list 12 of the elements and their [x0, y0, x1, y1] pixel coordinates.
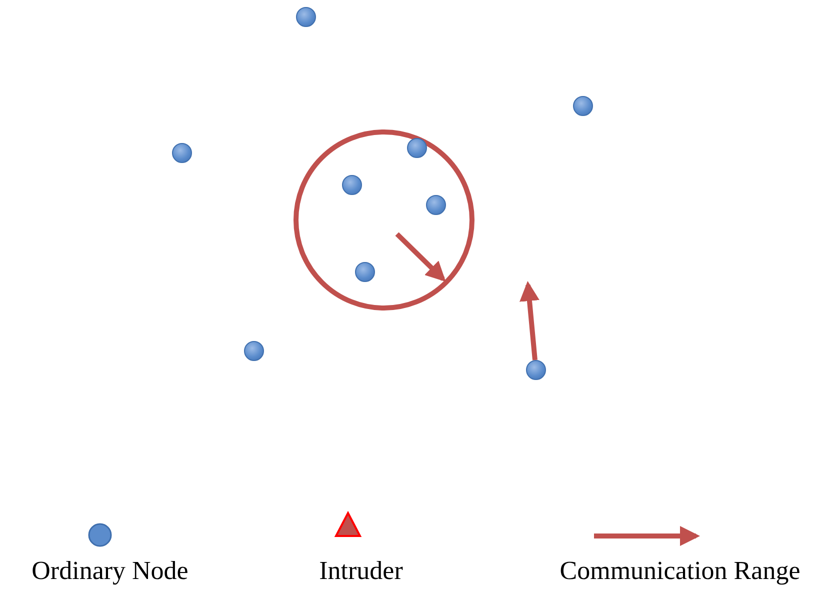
sensor-node: [573, 96, 593, 116]
sensor-node: [172, 143, 192, 163]
sensor-node: [342, 175, 362, 195]
legend-label: Intruder: [319, 556, 403, 586]
sensor-node: [244, 341, 264, 361]
legend-label: Communication Range: [560, 556, 800, 586]
legend-label: Ordinary Node: [32, 556, 188, 586]
sensor-node: [355, 262, 375, 282]
sensor-node: [426, 195, 446, 215]
sensor-node: [526, 360, 546, 380]
sensor-node: [296, 7, 316, 27]
sensor-node: [407, 138, 427, 158]
